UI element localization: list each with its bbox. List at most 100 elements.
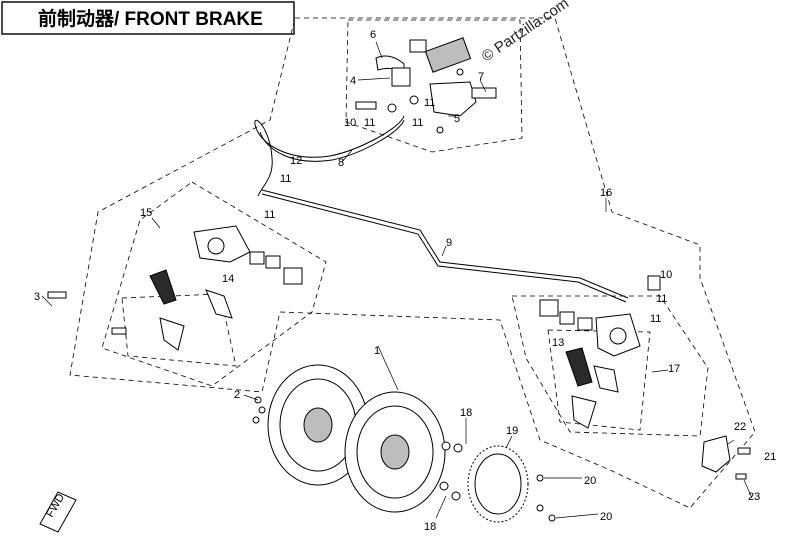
leader-15 bbox=[151, 217, 161, 229]
bolt bbox=[548, 514, 556, 522]
left-caliper bbox=[47, 225, 303, 351]
piston bbox=[577, 317, 593, 331]
callout-4: 4 bbox=[350, 75, 356, 87]
master-cylinder-body bbox=[429, 81, 477, 117]
leader-17 bbox=[651, 369, 669, 373]
leader-22 bbox=[727, 439, 735, 445]
pad-spring bbox=[593, 365, 619, 393]
sensor-bracket bbox=[701, 435, 731, 473]
nut bbox=[451, 491, 461, 501]
callout-19: 19 bbox=[506, 425, 518, 437]
title-block: 前制动器/ FRONT BRAKE bbox=[1, 1, 295, 35]
washer bbox=[387, 103, 397, 113]
caliper-bracket-right bbox=[571, 395, 597, 429]
leader-3 bbox=[41, 295, 53, 307]
nut bbox=[439, 481, 449, 491]
callout-6: 6 bbox=[370, 29, 376, 41]
brake-pad-right bbox=[565, 347, 593, 387]
disc-hub bbox=[303, 407, 333, 443]
master-cylinder-outline bbox=[345, 19, 523, 153]
fwd-arrow-shape bbox=[39, 491, 77, 533]
leader-7 bbox=[479, 79, 487, 93]
leader-6 bbox=[375, 41, 383, 59]
brake-disc-right bbox=[344, 391, 446, 513]
leader-23 bbox=[743, 479, 753, 499]
watermark-text: © Partzilla.com bbox=[479, 0, 572, 65]
lever-pivot-block bbox=[391, 67, 411, 87]
right-caliper-outline bbox=[511, 295, 709, 437]
diagram-title: 前制动器/ FRONT BRAKE bbox=[38, 7, 263, 30]
callout-10a: 10 bbox=[344, 117, 356, 129]
callout-11b: 11 bbox=[412, 117, 423, 129]
abs-sensor-bracket bbox=[701, 435, 751, 480]
callout-21: 21 bbox=[764, 451, 776, 463]
callout-1: 1 bbox=[374, 345, 380, 357]
title-frame bbox=[1, 1, 295, 35]
disc-bolt bbox=[252, 416, 260, 424]
callout-16: 16 bbox=[600, 187, 612, 199]
piston-large bbox=[283, 267, 303, 285]
master-cylinder bbox=[355, 37, 497, 134]
callout-20a: 20 bbox=[584, 475, 596, 487]
bolt bbox=[536, 474, 544, 482]
clamp-bracket bbox=[471, 87, 497, 99]
caliper-piston bbox=[207, 237, 225, 255]
bracket-screw bbox=[735, 473, 747, 480]
right-bracket-outline bbox=[547, 329, 651, 431]
callout-22: 22 bbox=[734, 421, 746, 433]
washer bbox=[409, 95, 419, 105]
bracket-bolt bbox=[737, 447, 751, 455]
callout-18b: 18 bbox=[424, 521, 436, 533]
caliper-piston bbox=[609, 327, 627, 345]
callout-11d: 11 bbox=[264, 209, 275, 221]
callout-9: 9 bbox=[446, 237, 452, 249]
brake-hose-8-outline bbox=[259, 119, 405, 162]
leader-2 bbox=[243, 394, 259, 401]
abs-tone-ring bbox=[467, 445, 529, 523]
callout-17: 17 bbox=[668, 363, 680, 375]
callout-10b: 10 bbox=[660, 269, 672, 281]
disc-hub bbox=[380, 434, 410, 470]
bolt bbox=[536, 504, 544, 512]
callout-3: 3 bbox=[34, 291, 40, 303]
tone-ring-inner bbox=[474, 453, 522, 515]
brake-disc-left bbox=[267, 364, 369, 486]
caliper-bracket-left bbox=[159, 317, 185, 351]
right-caliper bbox=[539, 275, 661, 429]
piston bbox=[249, 251, 265, 265]
left-caliper-outline bbox=[101, 181, 327, 387]
banjo-bolt bbox=[355, 101, 377, 110]
callout-2: 2 bbox=[234, 389, 240, 401]
leader-9 bbox=[441, 245, 447, 257]
callout-11e: 11 bbox=[656, 293, 667, 305]
nut bbox=[453, 443, 463, 453]
piston-large bbox=[539, 299, 559, 317]
disc-fasteners bbox=[252, 396, 556, 522]
callout-13: 13 bbox=[552, 337, 564, 349]
assembly-outline-16 bbox=[69, 17, 756, 509]
screw bbox=[436, 126, 444, 134]
left-bracket-outline bbox=[121, 293, 237, 367]
callout-11f: 11 bbox=[650, 313, 661, 325]
leader-8 bbox=[341, 149, 353, 163]
brake-hose-9 bbox=[261, 189, 629, 299]
leader-19 bbox=[505, 435, 513, 449]
nut bbox=[441, 441, 451, 451]
disc-bolt bbox=[258, 406, 266, 414]
screw bbox=[456, 68, 464, 76]
fwd-arrow: FWD bbox=[39, 491, 77, 533]
mounting-bolt bbox=[47, 291, 67, 299]
callout-8: 8 bbox=[338, 157, 344, 169]
callout-7: 7 bbox=[478, 71, 484, 83]
callout-5: 5 bbox=[454, 113, 460, 125]
bleed-valve bbox=[647, 275, 661, 291]
callouts: 1 2 3 4 5 6 7 8 9 10 10 11 11 11 11 11 1… bbox=[34, 29, 776, 533]
leader-lines bbox=[41, 41, 753, 519]
leader-1 bbox=[377, 345, 399, 391]
leader-20b bbox=[555, 513, 599, 519]
piston bbox=[559, 311, 575, 325]
reservoir-cap bbox=[424, 37, 472, 73]
brake-hose-9-outline bbox=[261, 193, 627, 303]
